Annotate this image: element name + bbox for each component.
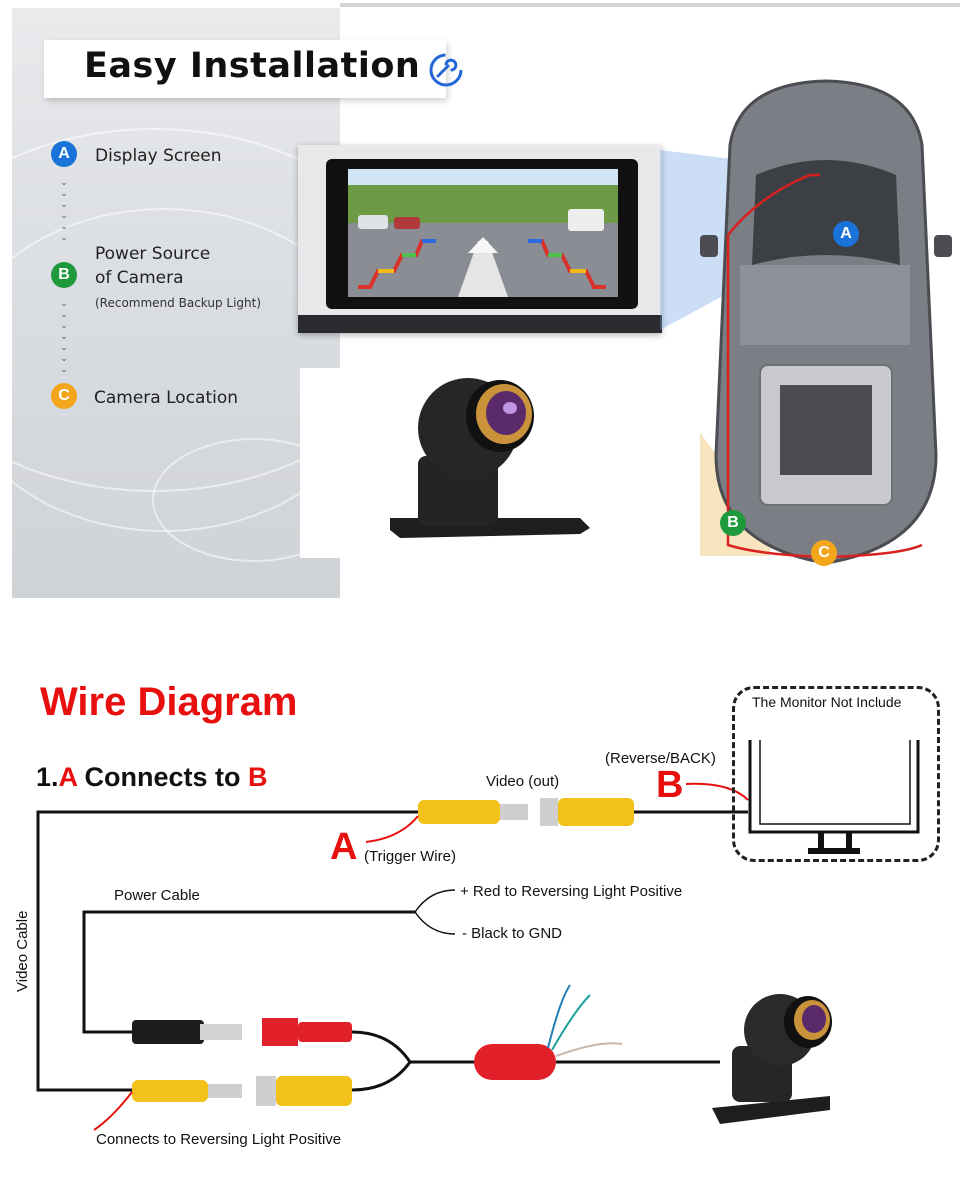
reverse-back-label: (Reverse/BACK) — [605, 750, 716, 767]
wire-diagram-title: Wire Diagram — [40, 680, 298, 724]
left-background-panel — [12, 8, 340, 598]
step-b-badge: B — [51, 262, 77, 288]
step-c-badge: C — [51, 383, 77, 409]
monitor-not-included-label: The Monitor Not Include — [752, 694, 902, 710]
red-positive-label: + Red to Reversing Light Positive — [460, 883, 683, 900]
step-b-label-line1: Power Source — [95, 244, 211, 264]
subtitle-letter-a: A — [58, 762, 78, 792]
camera-photo-card — [300, 368, 700, 558]
chevron-down-icon: ⌄⌄⌄⌄⌄⌄⌄ — [60, 298, 68, 374]
monitor-not-included-box — [732, 686, 940, 862]
chevron-down-icon: ⌄⌄⌄⌄⌄⌄ — [60, 177, 68, 242]
wiring-diagram — [36, 740, 920, 1131]
car-top-view — [700, 79, 952, 565]
step-b-note: (Recommend Backup Light) — [95, 296, 262, 310]
installation-tool-icon — [429, 53, 463, 87]
step-c-label: Camera Location — [94, 388, 239, 408]
car-marker-b: B — [720, 510, 746, 536]
title-card — [44, 40, 446, 98]
subtitle-number: 1. — [36, 762, 59, 792]
video-cable-label: Video Cable — [14, 910, 31, 992]
connector-a-letter: A — [330, 826, 358, 868]
trigger-wire-label: (Trigger Wire) — [364, 848, 456, 865]
car-marker-a: A — [833, 221, 859, 247]
subtitle-connects-to: Connects to — [77, 762, 249, 792]
background-wheel-outline — [152, 438, 340, 562]
black-gnd-label: - Black to GND — [462, 925, 563, 942]
page-title: Easy Installation — [84, 46, 421, 86]
subtitle-letter-b: B — [248, 762, 268, 792]
display-screen-photo — [298, 145, 662, 333]
monitor-illustration — [298, 145, 662, 333]
backup-camera-icon — [390, 378, 590, 538]
step-a-badge: A — [51, 141, 77, 167]
connects-reversing-label: Connects to Reversing Light Positive — [96, 1131, 342, 1148]
car-marker-c: C — [811, 540, 837, 566]
connector-b-letter: B — [656, 764, 684, 806]
power-cable-label: Power Cable — [114, 887, 200, 904]
step-b-label-line2: of Camera — [95, 268, 184, 288]
video-out-label: Video (out) — [486, 773, 560, 790]
connection-subtitle: 1.A Connects to B — [36, 762, 268, 793]
top-divider-line — [340, 3, 960, 7]
step-a-label: Display Screen — [95, 146, 222, 166]
